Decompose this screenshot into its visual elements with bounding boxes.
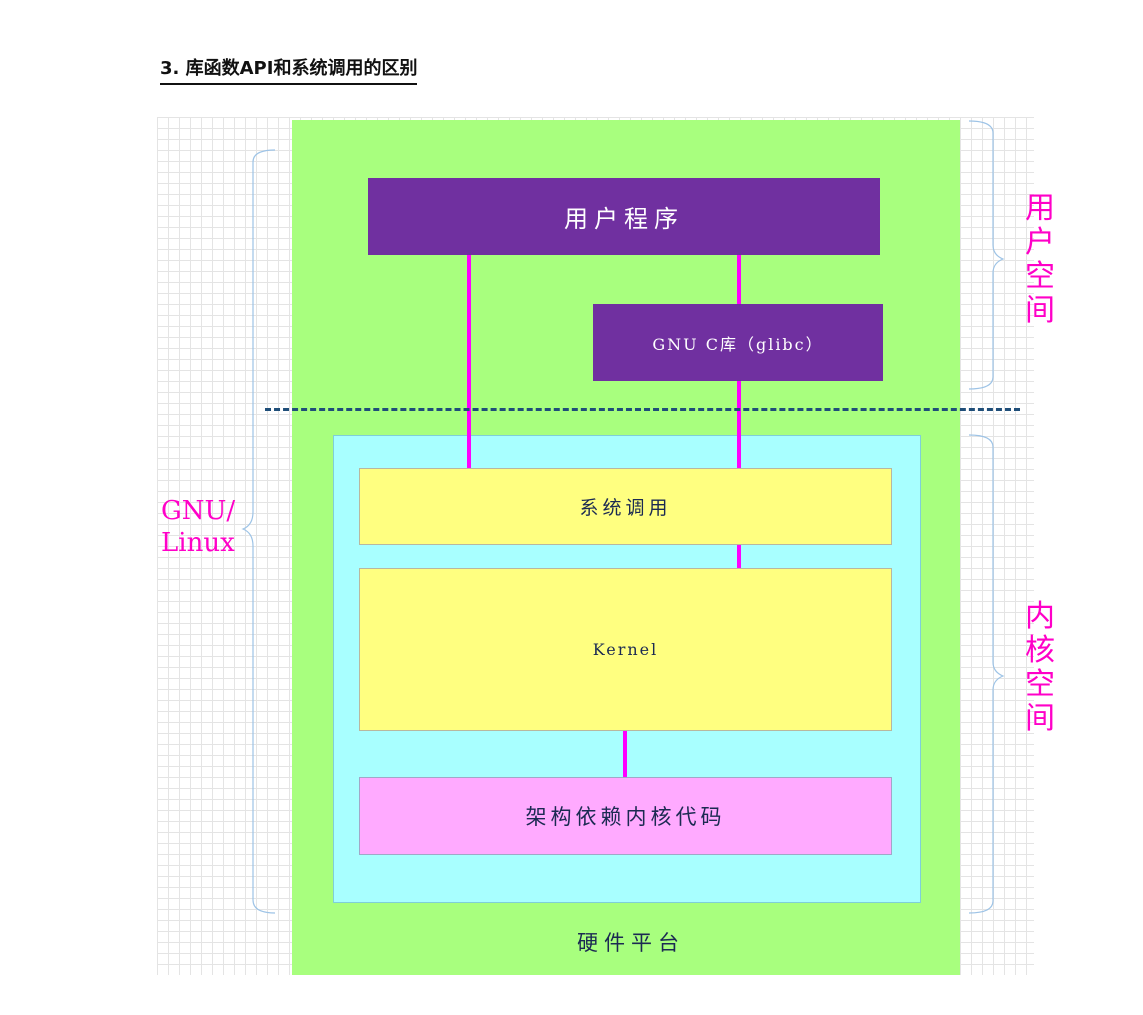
brace-lines	[241, 120, 1005, 914]
gnu-linux-brace	[241, 149, 276, 914]
system-call-box: 系统调用	[359, 468, 892, 545]
arch-dependent-code-box: 架构依赖内核代码	[359, 777, 892, 855]
user-space-brace	[968, 120, 1005, 390]
kernel-space-label: 内 核 空 间	[1025, 599, 1055, 736]
user-kernel-boundary-line	[265, 408, 1020, 411]
user-program-box: 用户程序	[368, 178, 880, 255]
kernel-space-brace	[968, 434, 1005, 914]
connector-glibc-to-syscall	[737, 381, 741, 468]
linux-architecture-diagram: 用户程序 GNU C库（glibc） 系统调用 Kernel 架构依赖内核代码 …	[157, 117, 1055, 975]
cropped-text-line: ■■■■■■■■■■■■■■■■■■■■■■■■■■■■■■■■■■■	[210, 0, 830, 6]
connector-syscall-to-kernel	[737, 545, 741, 568]
glibc-box: GNU C库（glibc）	[593, 304, 883, 381]
connector-user-to-glibc	[737, 255, 741, 304]
connector-kernel-to-arch	[623, 731, 627, 777]
hardware-platform-label: 硬件平台	[577, 931, 685, 955]
kernel-box: Kernel	[359, 568, 892, 731]
connector-user-to-syscall	[467, 255, 471, 468]
user-space-label: 用 户 空 间	[1025, 191, 1055, 328]
section-heading: 3. 库函数API和系统调用的区别	[160, 58, 418, 85]
gnu-linux-label: GNU/ Linux	[161, 496, 236, 558]
